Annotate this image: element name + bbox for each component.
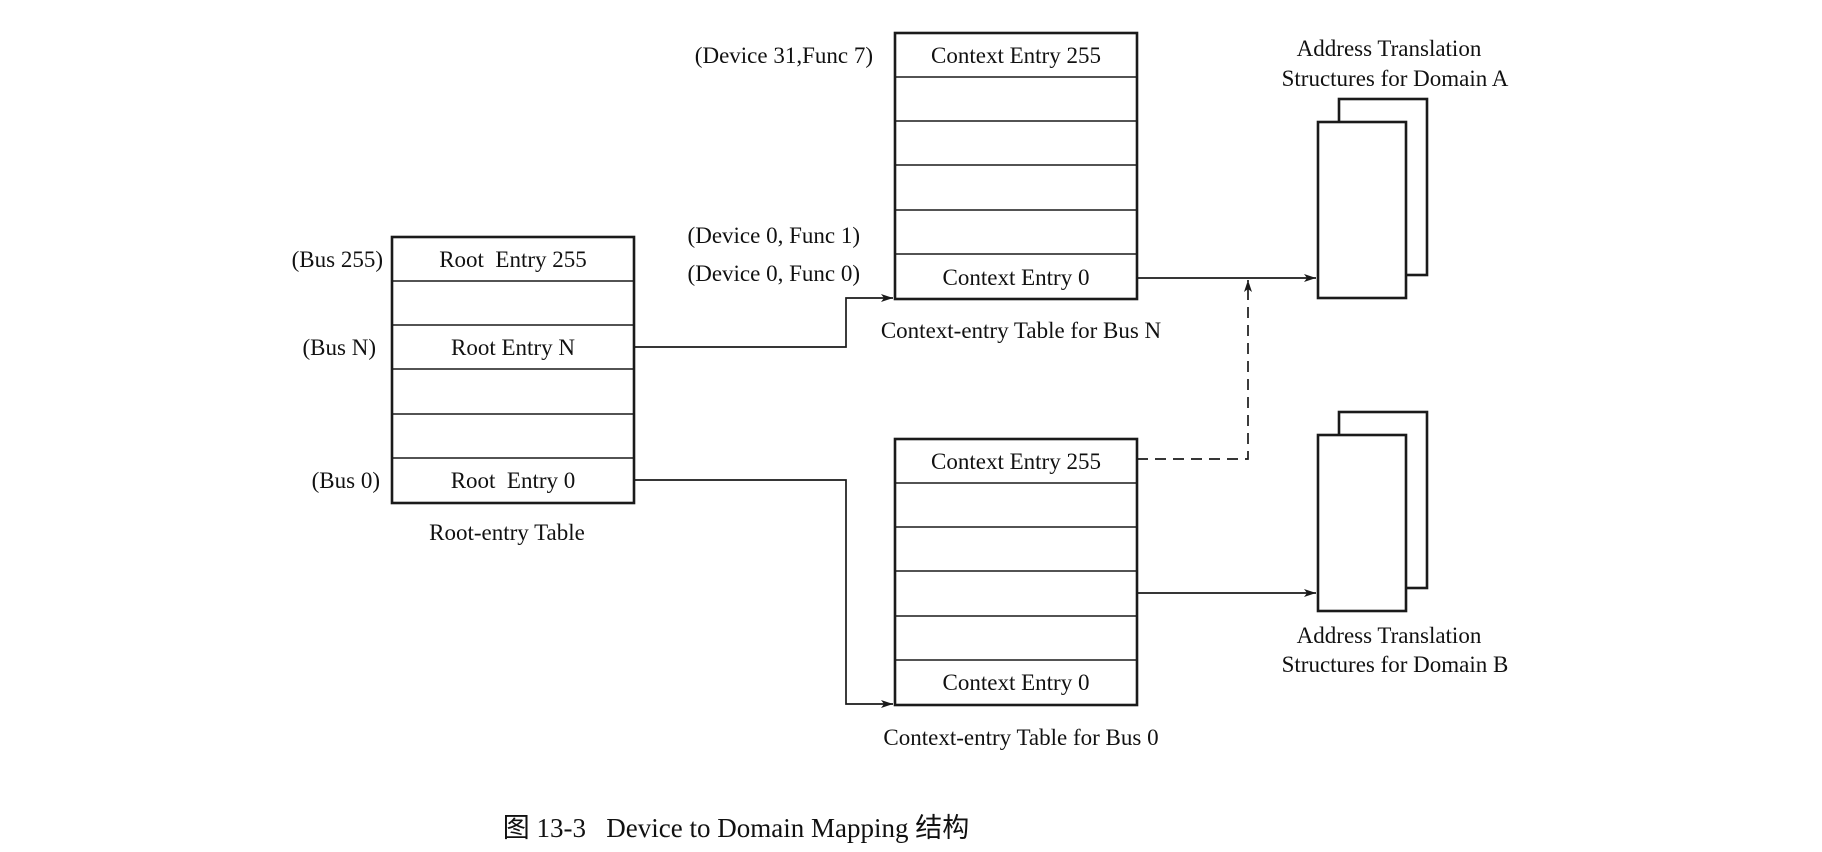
root-entry-n-label: Root Entry N [451, 335, 575, 360]
root-0-to-context-table-0-arrow [634, 479, 893, 708]
domain-a-front-page [1316, 120, 1408, 300]
root-entry-table: Root Entry 255 Root Entry N Root Entry 0… [292, 235, 636, 545]
figure-caption: 图 13-3 Device to Domain Mapping 结构 [503, 813, 969, 843]
device-0-func-1-label: (Device 0, Func 1) [688, 223, 860, 248]
bus-0-context-entry-0-label: Context Entry 0 [943, 670, 1090, 695]
device-31-func-7-label: (Device 31,Func 7) [695, 43, 873, 68]
domain-a-label-line1: Address Translation [1297, 36, 1482, 61]
domain-b-label-line2: Structures for Domain B [1282, 652, 1509, 677]
bus-0-entry-255-to-domain-a-dashed-arrow [1137, 280, 1252, 460]
bus-0-label: (Bus 0) [312, 468, 380, 493]
device-0-func-0-label: (Device 0, Func 0) [688, 261, 860, 286]
root-table-frame [390, 235, 636, 505]
context-table-n-caption: Context-entry Table for Bus N [881, 318, 1162, 343]
bus-n-context-entry-0-label: Context Entry 0 [943, 265, 1090, 290]
root-entry-255-label: Root Entry 255 [439, 247, 587, 272]
root-table-caption: Root-entry Table [429, 520, 585, 545]
domain-a-structures: Address Translation Structures for Domai… [1282, 36, 1509, 300]
bus-0-context-entry-255-label: Context Entry 255 [931, 449, 1101, 474]
context-entry-table-bus-n: Context Entry 255 Context Entry 0 (Devic… [688, 31, 1162, 343]
bus-n-context-entry-255-label: Context Entry 255 [931, 43, 1101, 68]
context-table-0-caption: Context-entry Table for Bus 0 [883, 725, 1158, 750]
bus-n-label: (Bus N) [303, 335, 376, 360]
context-table-n-frame [893, 31, 1139, 301]
context-table-0-frame [893, 437, 1139, 707]
bus-255-label: (Bus 255) [292, 247, 383, 272]
root-entry-0-label: Root Entry 0 [451, 468, 576, 493]
domain-b-front-page [1316, 433, 1408, 613]
domain-a-label-line2: Structures for Domain A [1282, 66, 1509, 91]
root-n-to-context-table-n-arrow [634, 294, 893, 348]
domain-b-label-line1: Address Translation [1297, 623, 1482, 648]
domain-b-structures: Address Translation Structures for Domai… [1282, 410, 1509, 677]
context-entry-table-bus-0: Context Entry 255 Context Entry 0 Contex… [883, 437, 1159, 750]
